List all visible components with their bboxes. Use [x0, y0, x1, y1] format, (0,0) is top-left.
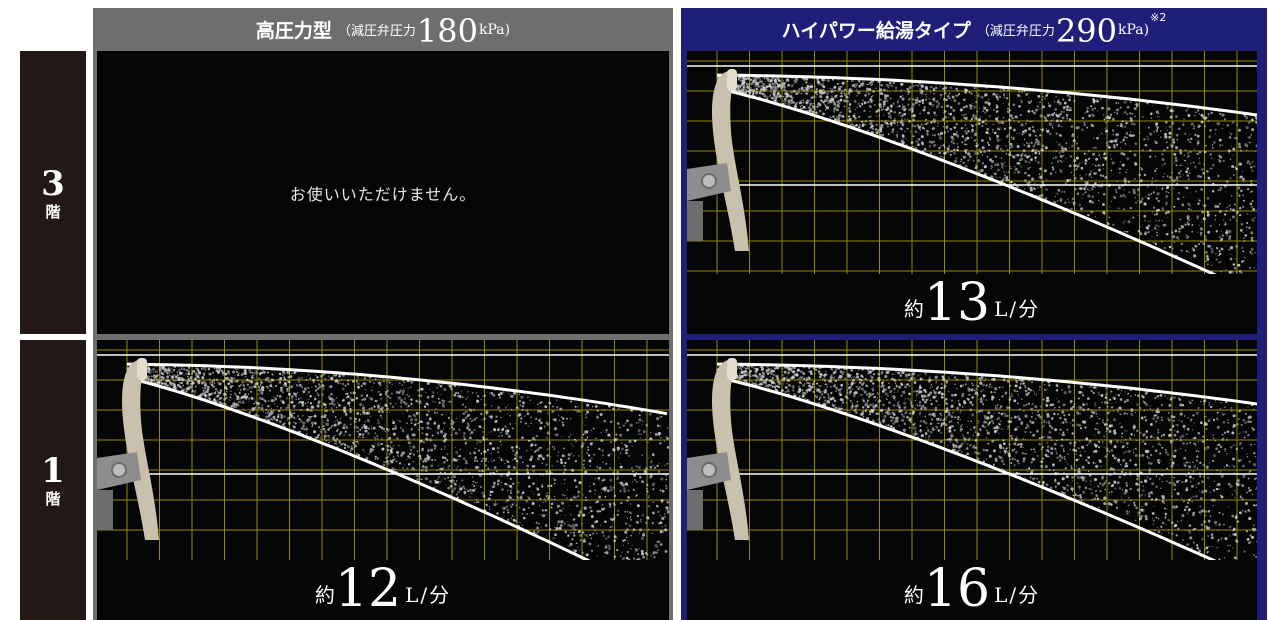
floor-label-1f: 1 階: [20, 340, 86, 620]
column-header-high-power: ハイパワー給湯タイプ （減圧弁圧力 290 kPa) ※2: [681, 8, 1267, 51]
panel-left-1f: 約 12 L/分: [97, 340, 669, 620]
spray-particles: [716, 74, 1257, 274]
flow-unit: L/分: [994, 297, 1041, 321]
floor-suffix: 階: [45, 490, 61, 508]
spray-lower-curve: [126, 376, 668, 601]
flow-value: 16: [923, 559, 991, 619]
floor-suffix: 階: [45, 202, 61, 221]
flow-rate: 約 16 L/分: [687, 560, 1257, 620]
column-header-high-pressure: 高圧力型 （減圧弁圧力 180 kPa): [93, 8, 673, 51]
shower-head-icon: [97, 358, 159, 540]
flow-prefix: 約: [903, 297, 924, 321]
flow-value: 13: [923, 273, 991, 333]
spray-image: [97, 340, 669, 601]
pressure-value: 290: [1055, 11, 1118, 50]
panel-right-3f: 約 13 L/分: [687, 51, 1257, 334]
column-title: 高圧力型: [255, 20, 332, 42]
flow-prefix: 約: [903, 583, 924, 607]
spray-lower-curve: [716, 86, 1257, 296]
floor-label-3f: 3 階: [20, 51, 86, 334]
shower-head-icon: [687, 358, 749, 540]
flow-rate: 約 12 L/分: [97, 560, 669, 620]
spray-particles: [716, 363, 1257, 561]
pressure-label: （減圧弁圧力: [337, 24, 416, 39]
floor-number: 3: [41, 163, 65, 204]
footnote-mark: ※2: [1150, 11, 1167, 24]
floor-number: 1: [41, 451, 65, 491]
spray-particles: [126, 363, 669, 562]
spray-lower-curve: [716, 375, 1257, 582]
flow-unit: L/分: [994, 583, 1041, 607]
flow-rate: 約 13 L/分: [687, 274, 1257, 334]
spray-upper-curve: [126, 362, 668, 416]
pressure-unit: kPa): [479, 21, 511, 38]
panel-left-3f: お使いいただけません。: [97, 51, 669, 334]
spray-image: [687, 51, 1257, 296]
shower-head-icon: [687, 69, 749, 251]
flow-prefix: 約: [314, 583, 335, 607]
flow-unit: L/分: [405, 583, 452, 607]
pressure-value: 180: [416, 11, 478, 50]
spray-upper-curve: [716, 73, 1257, 117]
panel-right-1f: 約 16 L/分: [687, 340, 1257, 620]
pressure-label: （減圧弁圧力: [976, 24, 1055, 39]
not-available-message: お使いいただけません。: [289, 184, 477, 204]
column-title: ハイパワー給湯タイプ: [781, 20, 971, 42]
grid: [687, 51, 1257, 274]
spray-upper-curve: [716, 362, 1257, 406]
flow-value: 12: [334, 559, 402, 619]
pressure-unit: kPa): [1118, 21, 1150, 38]
spray-image: [687, 340, 1257, 582]
